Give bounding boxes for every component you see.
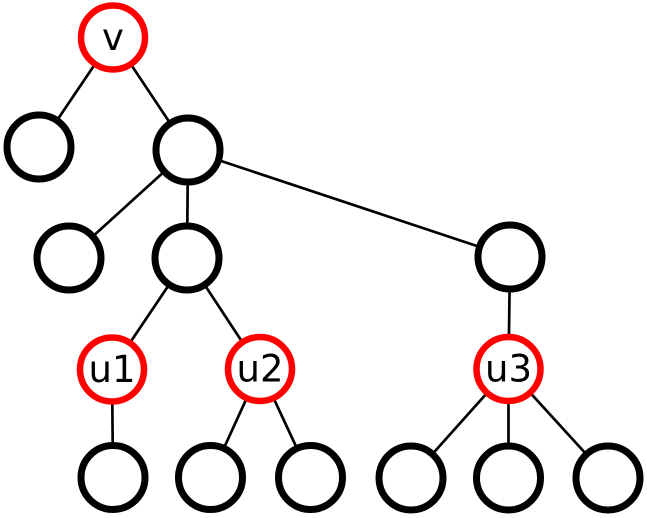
node-c6 — [572, 442, 644, 514]
node-b1 — [33, 222, 105, 294]
node-label-u3: u3 — [485, 348, 532, 391]
node-c3 — [275, 442, 346, 513]
node-b3 — [474, 221, 546, 293]
node-u3-highlighted — [473, 333, 544, 405]
node-u2-highlighted — [224, 333, 296, 405]
node-a2 — [152, 114, 224, 186]
node-label-u1: u1 — [89, 348, 136, 391]
node-v-highlighted — [77, 2, 149, 73]
node-c4 — [375, 442, 447, 514]
node-c1 — [77, 442, 149, 513]
node-c5 — [473, 442, 544, 514]
node-label-v: v — [102, 16, 124, 59]
node-label-u2: u2 — [237, 348, 284, 391]
node-u1-highlighted — [76, 334, 148, 405]
node-b2 — [151, 222, 223, 294]
node-c2 — [175, 442, 246, 513]
edge-a2-b3 — [187, 148, 511, 259]
node-a1 — [3, 111, 75, 183]
